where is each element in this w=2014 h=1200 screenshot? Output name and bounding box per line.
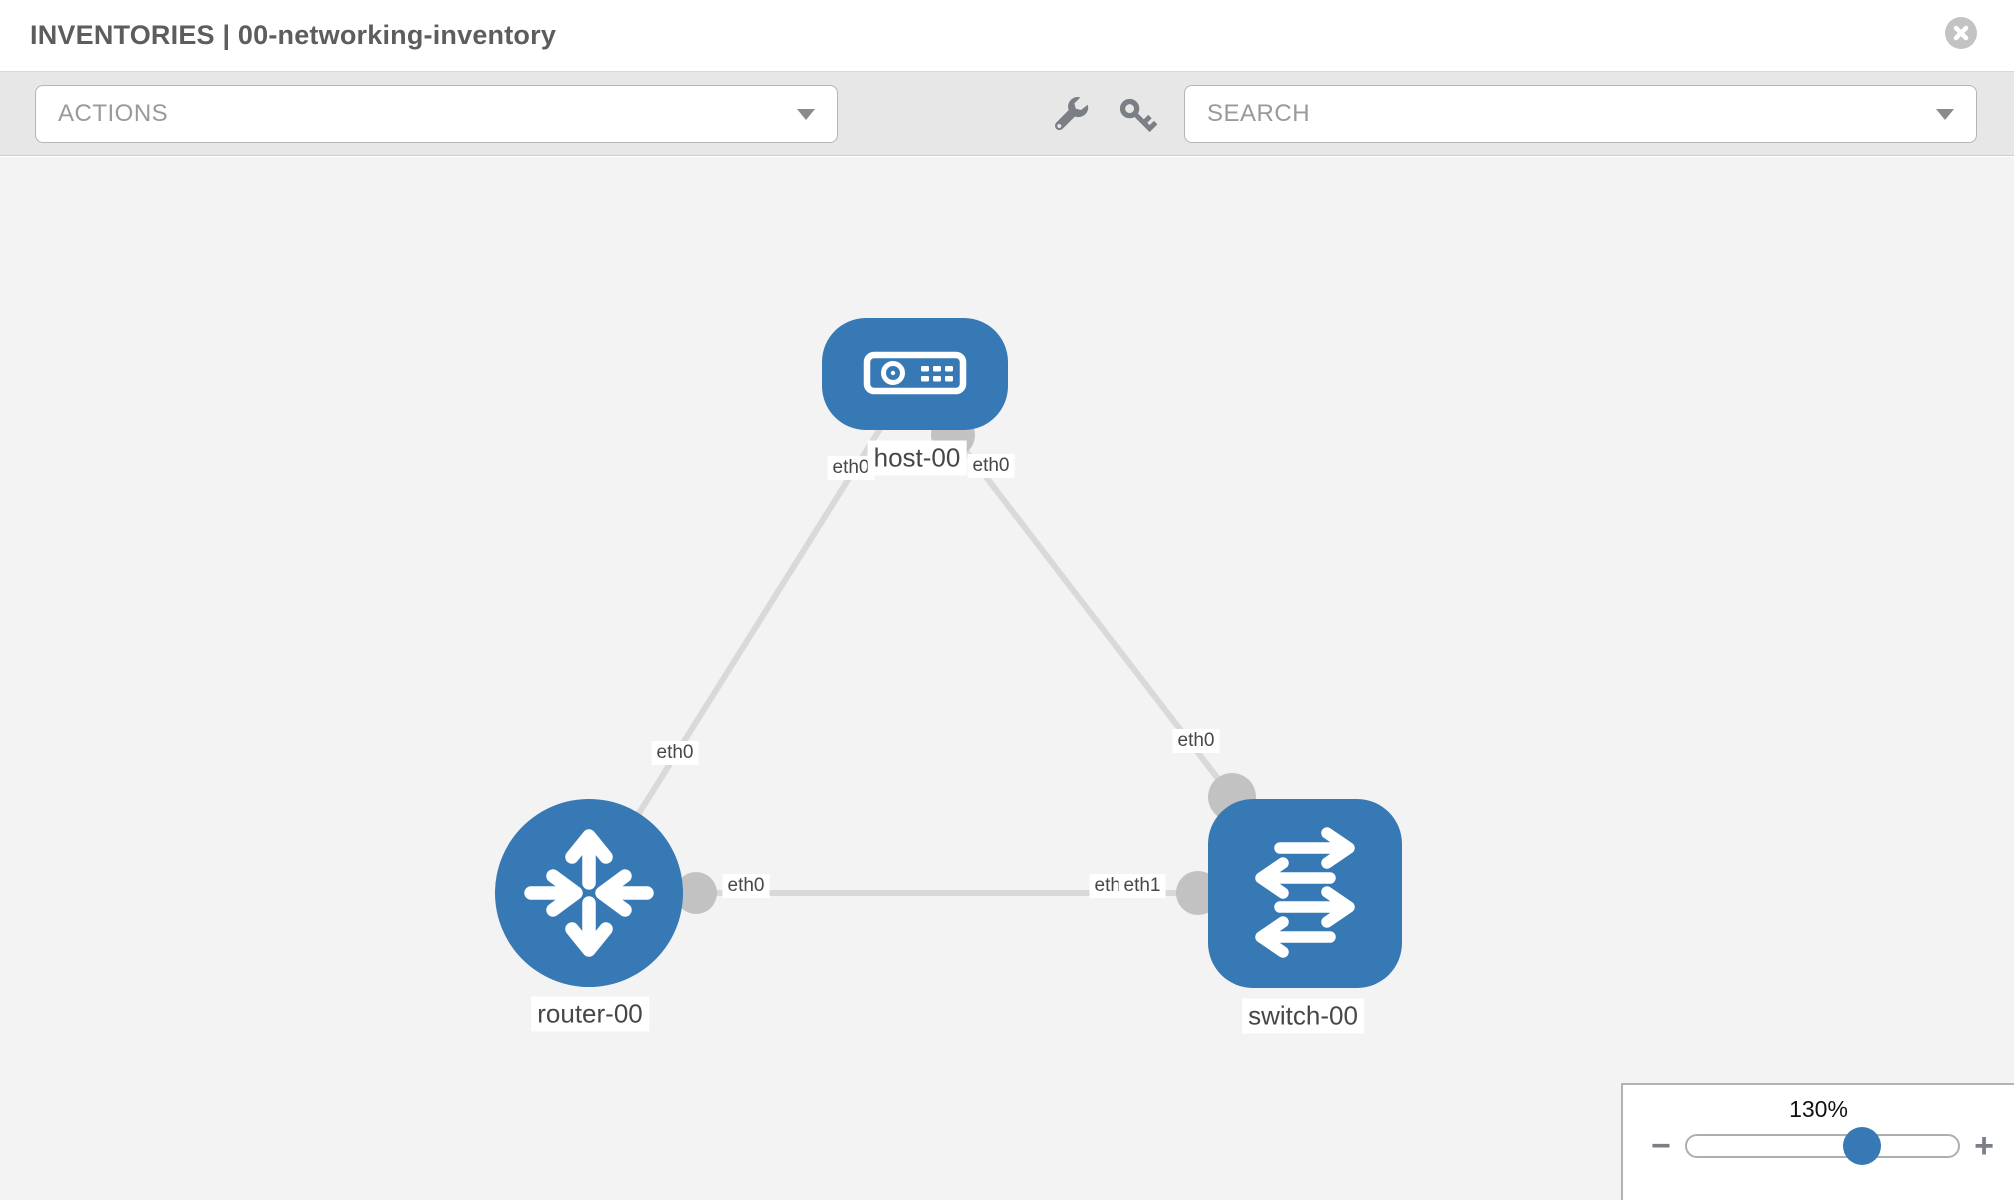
node-label-router-00: router-00 — [531, 996, 649, 1032]
page-title: INVENTORIES | 00-networking-inventory — [30, 20, 557, 50]
topology-graph — [495, 318, 1402, 988]
interface-label-host-eth0-to-router: eth0 — [827, 456, 875, 480]
interface-ports — [675, 413, 1256, 915]
interface-label-host-eth0-to-switch: eth0 — [967, 454, 1015, 478]
node-label-host-00: host-00 — [867, 440, 967, 476]
node-router-00[interactable] — [495, 799, 683, 987]
chevron-down-icon — [1936, 108, 1954, 120]
credentials-button[interactable] — [1115, 94, 1159, 138]
search-dropdown-placeholder: SEARCH — [1207, 100, 1311, 127]
port-router-eth0[interactable] — [675, 872, 717, 914]
zoom-control-panel: 130% − + — [1621, 1083, 2014, 1200]
wrench-icon — [1055, 97, 1089, 131]
interface-label-switch-eth1: eth1 — [1118, 874, 1166, 898]
search-dropdown[interactable]: SEARCH — [1184, 85, 1977, 143]
toolbar: ACTIONS SEARCH — [0, 72, 2014, 156]
zoom-in-button[interactable]: + — [1974, 1127, 1994, 1165]
actions-dropdown[interactable]: ACTIONS — [35, 85, 838, 143]
close-button[interactable] — [1945, 17, 1977, 49]
actions-dropdown-label: ACTIONS — [58, 100, 169, 127]
zoom-slider-track[interactable] — [1684, 1127, 1961, 1165]
host-icon — [863, 351, 967, 395]
header-bar: INVENTORIES | 00-networking-inventory — [0, 0, 2014, 72]
chevron-down-icon — [797, 108, 815, 120]
router-icon — [524, 829, 654, 957]
node-label-switch-00: switch-00 — [1242, 998, 1364, 1034]
interface-label-switch-link-eth0: eth0 — [1172, 729, 1220, 753]
switch-icon — [1255, 827, 1355, 958]
zoom-level-value: 130% — [1789, 1096, 1848, 1122]
node-host-00[interactable] — [822, 318, 1008, 430]
node-switch-00[interactable] — [1208, 799, 1402, 988]
key-icon — [1119, 98, 1157, 133]
topology-canvas[interactable]: eth0 host-00 eth0 eth0 eth0 eth0 eth0 et… — [0, 157, 2014, 1200]
close-icon — [1953, 25, 1969, 41]
interface-label-router-link-eth0: eth0 — [651, 741, 699, 765]
zoom-out-button[interactable]: − — [1651, 1127, 1671, 1165]
tools-button[interactable] — [1049, 94, 1093, 138]
zoom-slider-thumb[interactable] — [1842, 1127, 1881, 1165]
interface-label-router-eth0: eth0 — [722, 874, 770, 898]
